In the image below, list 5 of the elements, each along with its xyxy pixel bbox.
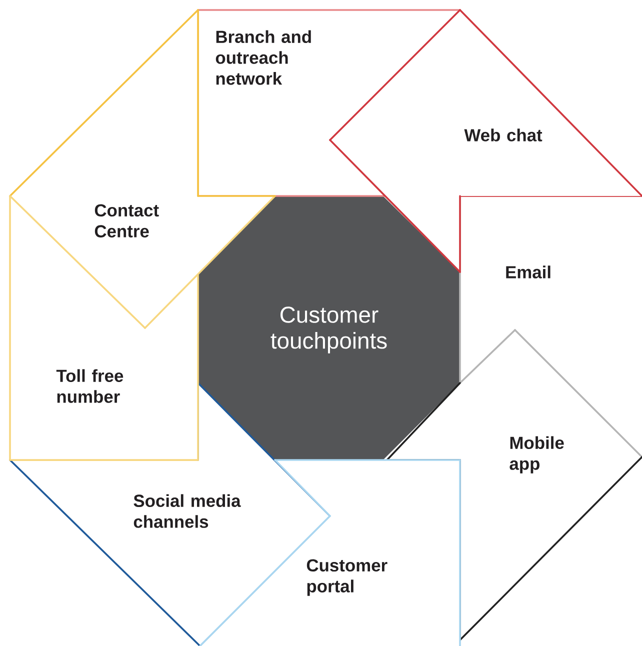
center-octagon: Customer touchpoints <box>198 196 460 460</box>
node-label: Contact Centre <box>94 204 159 238</box>
arrow-panel: Branch and outreach network <box>197 9 461 197</box>
node-label: Web chat <box>464 128 542 142</box>
arrow-panel: Mobile app <box>386 329 642 641</box>
